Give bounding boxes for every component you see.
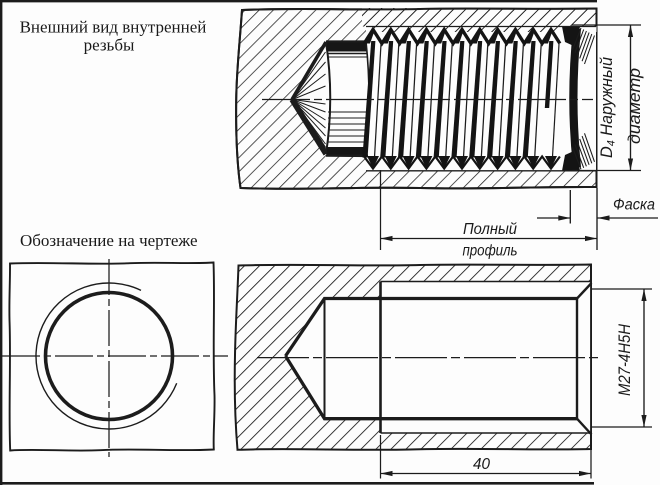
svg-text:диаметр: диаметр bbox=[626, 68, 644, 144]
svg-text:Внешний вид внутренней: Внешний вид внутренней bbox=[20, 18, 207, 37]
svg-text:40: 40 bbox=[473, 456, 490, 473]
svg-text:профиль: профиль bbox=[463, 243, 518, 260]
svg-text:Фаска: Фаска bbox=[613, 197, 655, 214]
svg-text:Полный: Полный bbox=[463, 221, 517, 238]
svg-text:D4 Наружный: D4 Наружный bbox=[598, 57, 618, 158]
svg-text:резьбы: резьбы bbox=[84, 36, 135, 55]
svg-text:M27-4H5H: M27-4H5H bbox=[616, 324, 634, 396]
svg-text:Обозначение на чертеже: Обозначение на чертеже bbox=[20, 231, 198, 250]
